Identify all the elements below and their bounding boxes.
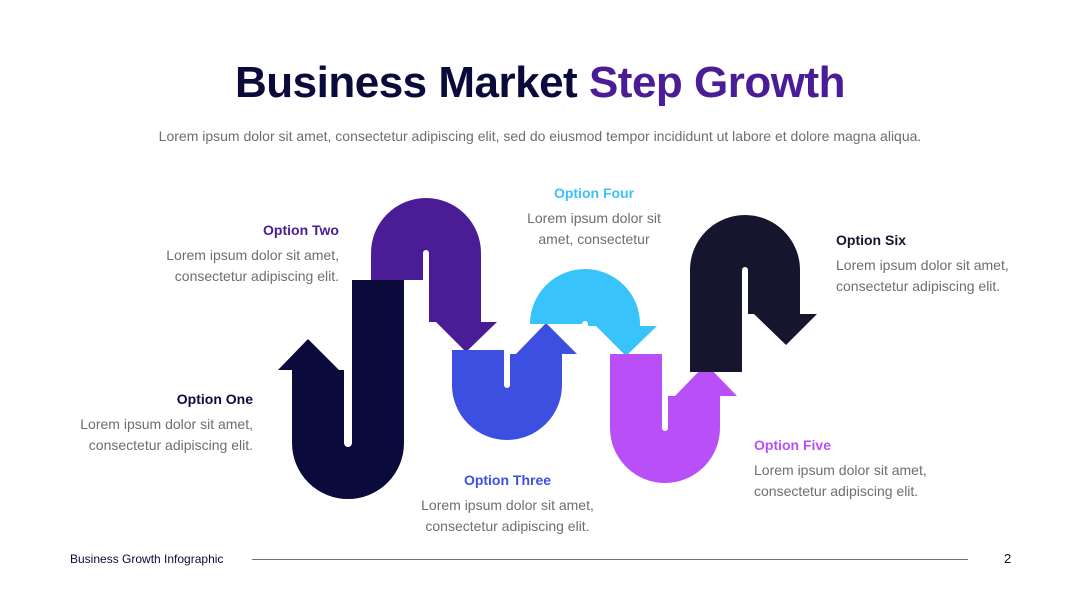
footer-label: Business Growth Infographic: [70, 552, 224, 566]
segment-4-arrow-down-icon: [596, 326, 657, 356]
option-six-line-2: consectetur adipiscing elit.: [836, 278, 1001, 294]
segment-4-path: [530, 269, 640, 326]
segment-5-arrow-up-icon: [675, 364, 737, 396]
option-six: Option Six Lorem ipsum dolor sit amet, c…: [836, 230, 1046, 297]
slide-title: Business Market Step Growth: [0, 58, 1080, 108]
option-five-line-1: Lorem ipsum dolor sit amet,: [754, 462, 927, 478]
segment-5-path: [610, 354, 720, 483]
option-three-line-2: consectetur adipiscing elit.: [425, 518, 590, 534]
segment-6-arrow-down-icon: [754, 314, 817, 345]
segment-6-path: [690, 215, 800, 372]
segment-2-arrow-down-icon: [436, 322, 497, 352]
segment-1-path: [292, 280, 404, 499]
option-four-line-2: amet, consectetur: [538, 231, 650, 247]
option-three-heading: Option Three: [463, 472, 552, 488]
option-two-line-1: Lorem ipsum dolor sit amet,: [166, 247, 339, 263]
page-number: 2: [1004, 551, 1012, 566]
option-three-line-1: Lorem ipsum dolor sit amet,: [421, 497, 594, 513]
option-five-line-2: consectetur adipiscing elit.: [754, 483, 919, 499]
footer-divider: [252, 559, 968, 560]
segment-3-arrow-up-icon: [516, 323, 577, 354]
option-six-line-1: Lorem ipsum dolor sit amet,: [836, 257, 1009, 273]
segment-3-path: [452, 350, 562, 440]
option-two-line-2: consectetur adipiscing elit.: [174, 268, 339, 284]
segment-2-path: [371, 198, 481, 322]
option-four-line-1: Lorem ipsum dolor sit: [527, 210, 661, 226]
option-four-heading: Option Four: [553, 185, 635, 201]
option-three: Option Three Lorem ipsum dolor sit amet,…: [405, 470, 610, 537]
slide-subtitle: Lorem ipsum dolor sit amet, consectetur …: [158, 128, 922, 144]
segment-1-arrow-up-icon: [278, 339, 339, 370]
option-five-heading: Option Five: [754, 437, 831, 453]
option-six-heading: Option Six: [836, 232, 906, 248]
option-one: Option One Lorem ipsum dolor sit amet, c…: [60, 389, 253, 456]
option-one-line-2: consectetur adipiscing elit.: [88, 437, 253, 453]
option-two-heading: Option Two: [263, 222, 339, 238]
title-part-2: Step Growth: [588, 58, 846, 107]
option-four: Option Four Lorem ipsum dolor sit amet, …: [504, 183, 684, 250]
option-one-heading: Option One: [176, 391, 253, 407]
option-five: Option Five Lorem ipsum dolor sit amet, …: [754, 435, 964, 502]
title-part-1: Business Market: [235, 58, 578, 107]
option-two: Option Two Lorem ipsum dolor sit amet, c…: [140, 220, 339, 287]
option-one-line-1: Lorem ipsum dolor sit amet,: [80, 416, 253, 432]
